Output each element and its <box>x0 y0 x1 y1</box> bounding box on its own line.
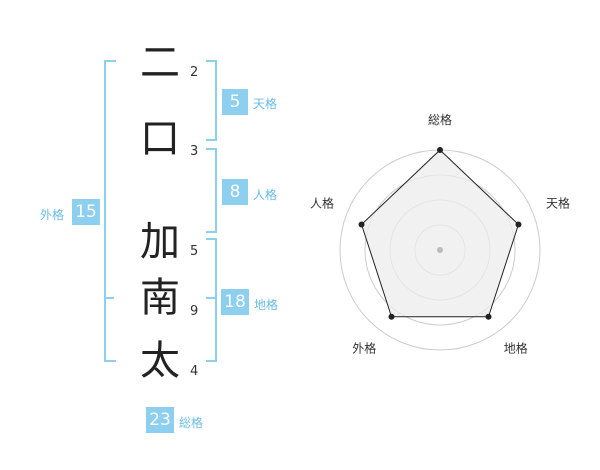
name-char-5: 太 <box>140 338 180 384</box>
gaikaku-bracket <box>104 60 116 362</box>
soukaku-label: 総格 <box>179 416 204 430</box>
radar-point-1 <box>437 147 443 153</box>
radar-axis-label-1: 総格 <box>428 112 452 127</box>
name-char-3: 加 <box>140 219 180 265</box>
name-char-2: 口 <box>140 116 180 162</box>
gaikaku-label: 外格 <box>40 208 65 222</box>
radar-axis-label-4: 外格 <box>352 341 376 356</box>
jinkaku-value: 8 <box>222 179 248 205</box>
radar-point-4 <box>388 313 395 320</box>
stroke-count-3: 5 <box>190 244 199 259</box>
radar-point-3 <box>485 313 492 320</box>
radar-point-5 <box>358 221 365 228</box>
radar-axis-label-5: 人格 <box>310 195 334 210</box>
chikaku-value: 18 <box>221 289 249 315</box>
radar-point-2 <box>515 221 522 228</box>
name-char-4: 南 <box>140 275 180 321</box>
gaikaku-bracket-tick <box>104 297 114 299</box>
chikaku-label: 地格 <box>254 298 279 312</box>
radar-axis-label-3: 地格 <box>504 341 528 356</box>
jinkaku-label: 人格 <box>253 188 278 202</box>
soukaku-value: 23 <box>146 407 174 433</box>
tenkaku-label: 天格 <box>253 97 278 111</box>
tenkaku-value: 5 <box>222 89 248 115</box>
radar-data-polygon <box>360 149 520 318</box>
radar-axis-label-2: 天格 <box>546 195 570 210</box>
stroke-count-2: 3 <box>190 144 199 159</box>
gaikaku-value: 15 <box>72 199 100 225</box>
jinkaku-bracket <box>206 148 217 233</box>
radar-center-dot <box>437 247 443 253</box>
tenkaku-bracket <box>206 60 217 141</box>
stroke-count-5: 4 <box>190 364 199 379</box>
name-char-1: 二 <box>140 40 180 86</box>
stroke-count-1: 2 <box>190 65 199 80</box>
stroke-count-4: 9 <box>190 304 199 319</box>
chikaku-bracket-tick <box>206 297 215 299</box>
chikaku-bracket <box>206 238 217 362</box>
